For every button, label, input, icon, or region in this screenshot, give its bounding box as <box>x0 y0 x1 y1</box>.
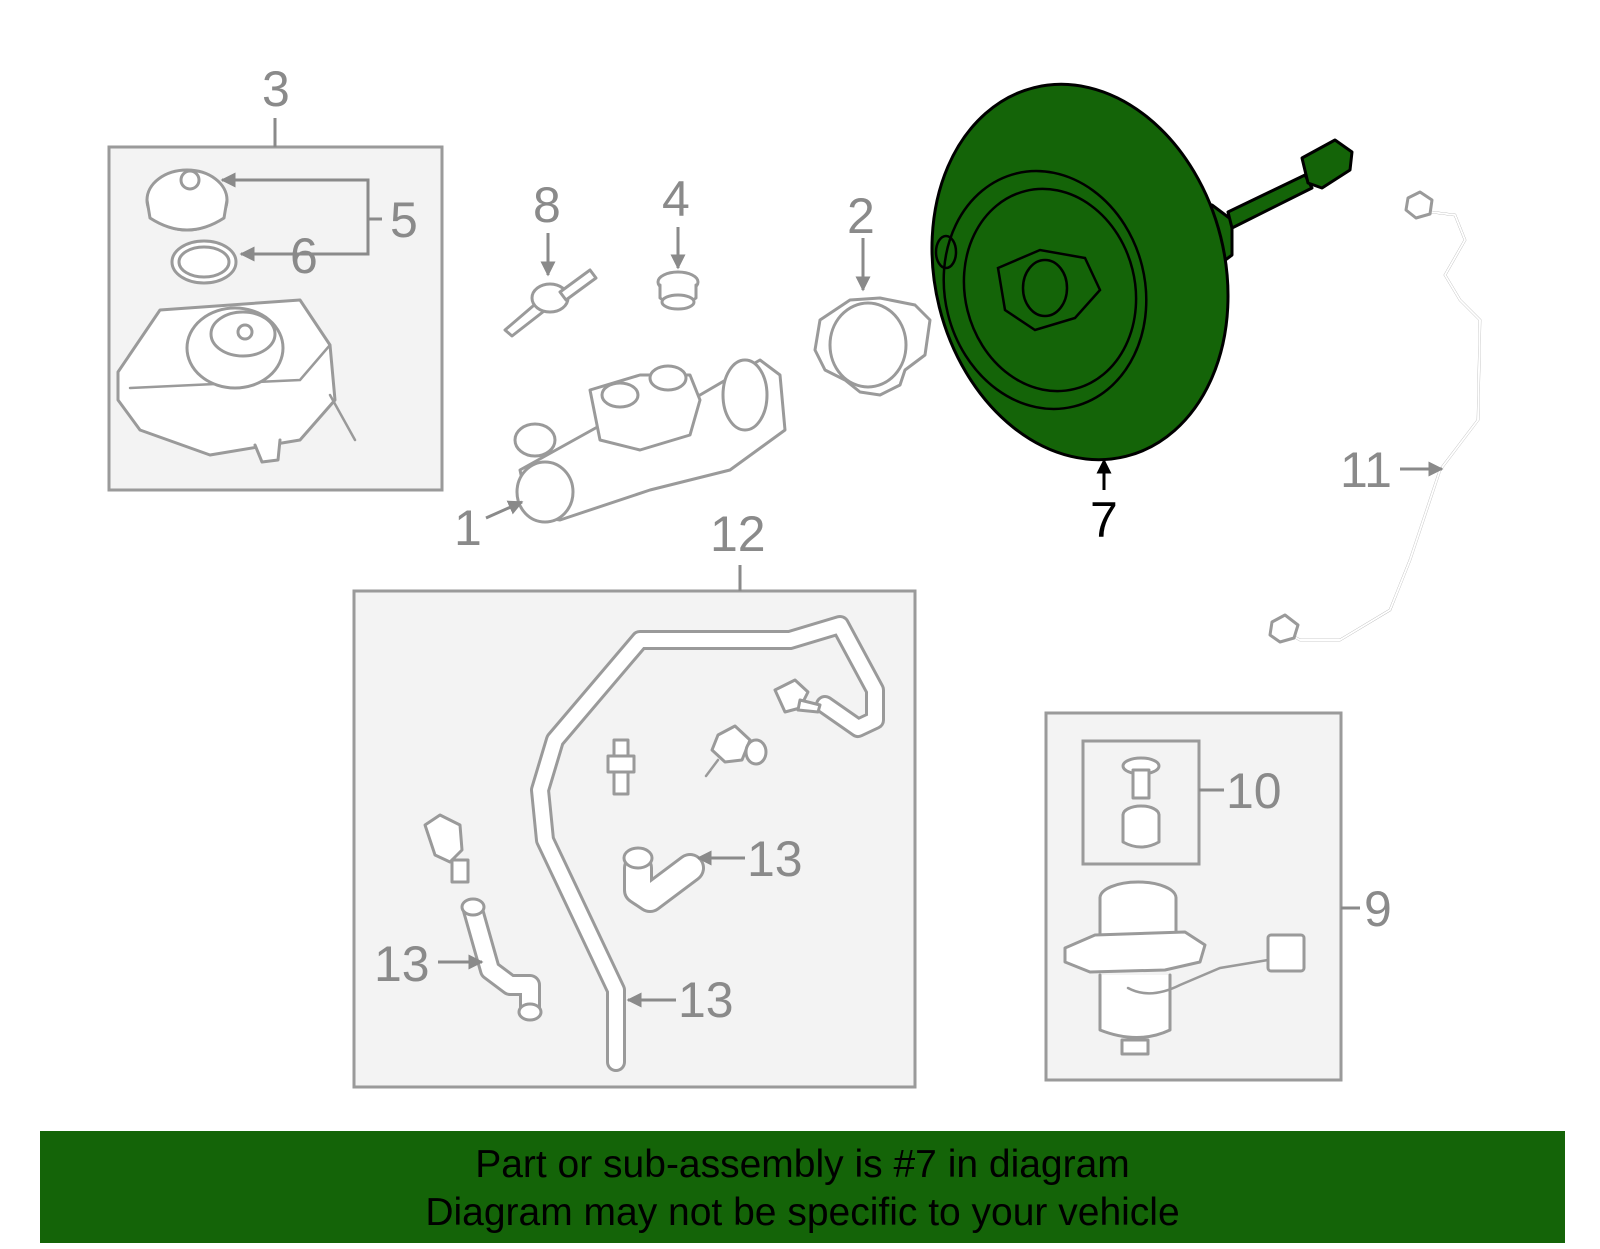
hose-connector[interactable] <box>704 724 768 778</box>
brake-booster[interactable] <box>893 53 1354 492</box>
callout-4: 4 <box>662 171 690 227</box>
mount-bushing-kit[interactable] <box>1121 756 1161 849</box>
vacuum-pump[interactable] <box>1063 880 1306 1056</box>
check-valve-elbow[interactable] <box>773 678 822 714</box>
callout-9: 9 <box>1364 881 1392 937</box>
part-info-banner: Part or sub-assembly is #7 in diagram Di… <box>40 1131 1565 1243</box>
hose-elbow[interactable] <box>622 846 705 913</box>
mounting-bolt[interactable] <box>503 233 598 338</box>
vacuum-hose-main[interactable] <box>530 615 885 1072</box>
master-cylinder[interactable] <box>513 358 787 524</box>
callout-13-main-hose: 13 <box>678 972 734 1028</box>
fluid-reservoir[interactable] <box>116 298 357 464</box>
booster-gasket[interactable] <box>813 238 932 397</box>
callout-6: 6 <box>290 228 318 284</box>
callout-3: 3 <box>262 61 290 117</box>
callout-13-short-hose: 13 <box>374 936 430 992</box>
sensor-wire-harness[interactable] <box>1268 190 1482 644</box>
callout-2: 2 <box>847 188 875 244</box>
grommet[interactable] <box>656 227 700 311</box>
callout-5: 5 <box>390 192 418 248</box>
callout-10: 10 <box>1226 763 1282 819</box>
callout-12: 12 <box>710 506 766 562</box>
callout-7: 7 <box>1090 492 1118 548</box>
cap-seal-ring[interactable] <box>170 239 238 285</box>
callout-1: 1 <box>454 500 482 556</box>
callout-13-elbow: 13 <box>747 831 803 887</box>
banner-background <box>40 1131 1565 1243</box>
hose-fitting[interactable] <box>423 813 470 884</box>
short-hose[interactable] <box>460 897 543 1022</box>
check-valve[interactable] <box>606 738 636 796</box>
reservoir-cap[interactable] <box>145 168 229 232</box>
callout-11: 11 <box>1340 442 1392 498</box>
banner-line-part: Part or sub-assembly is #7 in diagram <box>475 1143 1130 1186</box>
banner-line-disclaimer: Diagram may not be specific to your vehi… <box>425 1191 1180 1234</box>
callout-8: 8 <box>533 177 561 233</box>
